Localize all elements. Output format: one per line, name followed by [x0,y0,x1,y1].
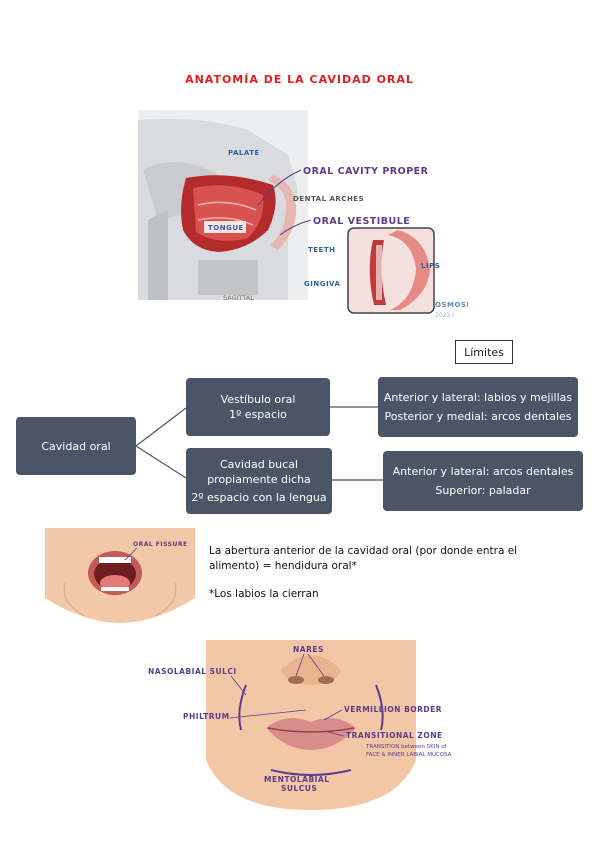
label-nasolabial-sulci: NASOLABIAL SULCI [148,667,237,676]
label-nares: NARES [293,645,324,654]
diagram-root-label: Cavidad oral [41,439,111,453]
label-tongue: TONGUE [208,224,244,232]
cavidad-bucal-line2: propiamente dicha [207,473,311,486]
limits1-line2: Posterior y medial: arcos dentales [384,410,572,423]
oral-fissure-note: La abertura anterior de la cavidad oral … [209,544,529,602]
diagram-limits-vestibulo: Anterior y lateral: labios y mejillas Po… [378,377,578,437]
oral-fissure-illustration: ORAL FISSURE [45,528,195,623]
page-title: ANATOMÍA DE LA CAVIDAD ORAL [185,73,414,86]
limites-label: Límites [455,340,513,364]
note-line3: *Los labios la cierran [209,588,319,600]
diagram-root-cavidad-oral: Cavidad oral [16,417,136,475]
label-transition-desc2: FACE & INNER LABIAL MUCOSA [366,752,452,758]
diagram-cavidad-bucal: Cavidad bucal propiamente dicha 2º espac… [186,448,332,514]
label-oral-cavity-proper: ORAL CAVITY PROPER [303,166,429,177]
sagittal-oral-cavity-illustration: PALATE ORAL CAVITY PROPER DENTAL ARCHES … [138,110,468,319]
label-vermillion-border: VERMILLION BORDER [344,705,442,714]
label-philtrum: PHILTRUM [183,712,230,721]
brand-logo: OSMOSI [435,301,468,309]
limits2-line2: Superior: paladar [435,484,531,497]
note-line2: alimento) = hendidura oral* [209,560,357,572]
cavidad-bucal-line3: 2º espacio con la lengua [191,491,327,504]
diagram-limits-cavidad-bucal: Anterior y lateral: arcos dentales Super… [383,451,583,511]
label-mentolabial: MENTOLABIAL [264,775,330,784]
label-palate: PALATE [228,149,260,157]
limits1-line1: Anterior y lateral: labios y mejillas [383,391,573,404]
label-sagittal: SAGITTAL [223,294,254,302]
brand-year: 2023 I [435,312,454,319]
cavidad-bucal-line1: Cavidad bucal [220,458,298,471]
vestibulo-line2: 1º espacio [229,408,287,421]
lips-face-illustration: NARES NASOLABIAL SULCI PHILTRUM VERMILLI… [148,640,452,810]
note-line1: La abertura anterior de la cavidad oral … [209,545,518,557]
label-sulcus: SULCUS [281,784,317,793]
vestibulo-line1: Vestíbulo oral [220,393,296,406]
label-transitional-zone: TRANSITIONAL ZONE [346,731,443,740]
label-teeth: TEETH [308,246,335,254]
label-lips: LIPS [421,262,440,270]
label-oral-vestibule: ORAL VESTIBULE [313,216,410,227]
label-dental-arches: DENTAL ARCHES [293,195,364,203]
diagram-vestibulo-oral: Vestíbulo oral 1º espacio [186,378,330,436]
label-gingiva: GINGIVA [304,280,341,288]
label-transition-desc1: TRANSITION between SKIN of [365,744,448,750]
label-oral-fissure: ORAL FISSURE [133,541,188,548]
limits2-line1: Anterior y lateral: arcos dentales [392,465,574,478]
